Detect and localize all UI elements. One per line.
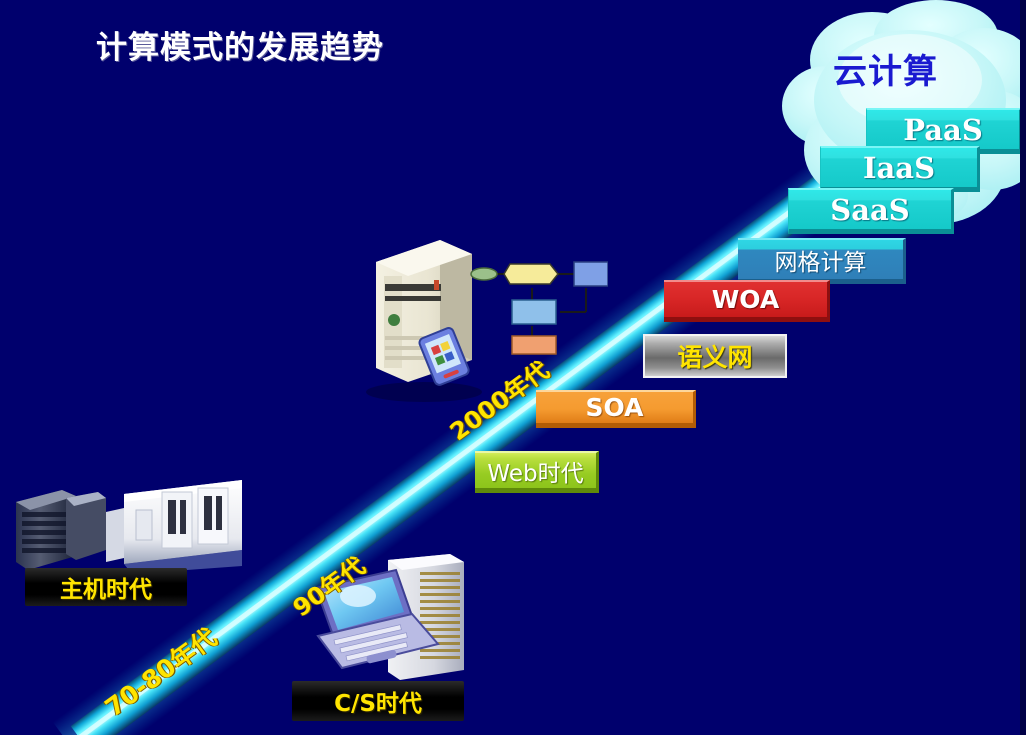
laptop-and-server-tower-illustration: [314, 554, 464, 680]
soa-box[interactable]: SOA: [536, 390, 696, 428]
grid-computing-label: 网格计算: [774, 249, 867, 276]
woa-label: WOA: [711, 285, 780, 314]
era-label-70-80: 70-80年代: [99, 622, 222, 723]
client-server-era-label: C/S时代: [334, 691, 422, 717]
client-server-era-box[interactable]: C/S时代: [292, 681, 464, 721]
cloud-computing-label: 云计算: [833, 52, 938, 92]
server-tower-with-flowchart-illustration: [366, 240, 608, 402]
mainframe-era-label: 主机时代: [60, 577, 152, 603]
soa-label: SOA: [585, 393, 644, 422]
semantic-web-box[interactable]: 语义网: [643, 334, 787, 378]
web-era-box[interactable]: Web时代: [475, 451, 599, 493]
semantic-web-label: 语义网: [677, 343, 753, 372]
grid-computing-box[interactable]: 网格计算: [738, 238, 906, 284]
saas-label: SaaS: [830, 192, 910, 227]
iaas-label: IaaS: [862, 150, 936, 185]
woa-box[interactable]: WOA: [664, 280, 830, 322]
page-title: 计算模式的发展趋势: [96, 30, 384, 66]
paas-label: PaaS: [903, 112, 983, 147]
mainframe-computers-illustration: [16, 480, 242, 574]
web-era-label: Web时代: [487, 460, 584, 487]
saas-box[interactable]: SaaS: [788, 188, 954, 234]
iaas-box[interactable]: IaaS: [820, 146, 980, 192]
paas-box[interactable]: PaaS: [866, 108, 1020, 154]
mainframe-era-box[interactable]: 主机时代: [25, 568, 187, 606]
